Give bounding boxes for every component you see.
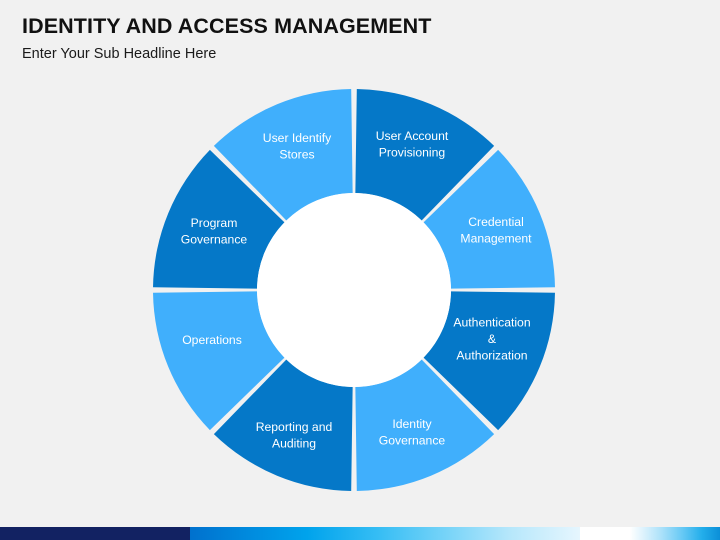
donut-label-line: Governance [181,232,248,246]
donut-label-line: Operations [182,333,242,347]
donut-label-authentication-authorization: Authentication & Authorization [453,316,530,363]
donut-center-hub [257,193,451,387]
page-title: IDENTITY AND ACCESS MANAGEMENT [22,14,432,38]
donut-label-line: Credential [468,215,524,229]
donut-label-line: Auditing [272,436,316,450]
donut-label-line: Stores [279,147,314,161]
footer-bar-gradient-right [630,527,720,540]
donut-label-line: Provisioning [379,145,445,159]
donut-segment-credential-management[interactable] [423,149,555,289]
header: IDENTITY AND ACCESS MANAGEMENT Enter You… [22,14,672,63]
donut-label-line: User Identify [263,131,332,145]
donut-segment-authentication-authorization[interactable] [423,291,555,431]
footer-accent-bar [0,527,720,540]
donut-segment-user-identify-stores[interactable] [213,89,353,221]
donut-label-line: Program [191,216,238,230]
donut-segment-user-account-provisioning[interactable] [355,89,495,221]
donut-label-line: Authentication [453,316,530,330]
donut-segment-operations[interactable] [153,291,285,431]
donut-segment-identity-governance[interactable] [355,359,495,491]
footer-bar-white-gap [580,527,630,540]
donut-label-line: Governance [379,433,446,447]
donut-label-line: Management [460,231,532,245]
donut-label-line: Authorization [456,349,527,363]
donut-label-line: Reporting and [256,420,333,434]
footer-bar-gradient-left [190,527,580,540]
footer-bar-navy-block [0,527,190,540]
donut-label-line: User Account [376,129,449,143]
donut-label-line: & [488,332,496,346]
donut-label-line: Identity [392,417,432,431]
donut-label-operations: Operations [182,333,242,347]
donut-segment-reporting-and-auditing[interactable] [213,359,353,491]
page-subtitle: Enter Your Sub Headline Here [22,45,217,62]
donut-segments [153,89,555,491]
donut-segment-program-governance[interactable] [153,149,285,289]
